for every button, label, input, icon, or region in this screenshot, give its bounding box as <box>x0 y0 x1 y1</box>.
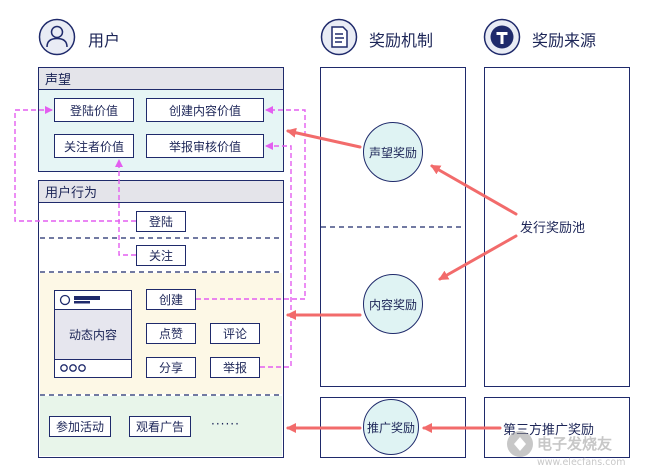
user-header: 用户 <box>88 31 121 50</box>
reputation-title: 声望 <box>39 68 283 90</box>
arrow-reputation-reward-to-panel <box>286 127 362 149</box>
follow-action: 关注 <box>136 245 186 266</box>
login-value-box: 登陆价值 <box>54 98 134 122</box>
reputation-reward-circle: 声望奖励 <box>363 122 423 182</box>
dynamic-content-card: 动态内容 <box>54 290 132 378</box>
like-action: 点赞 <box>146 323 196 344</box>
join-activity-action: 参加活动 <box>49 416 111 437</box>
comment-action: 评论 <box>210 323 260 344</box>
watch-ad-action: 观看广告 <box>129 416 191 437</box>
document-icon <box>320 18 358 56</box>
create-content-value-box: 创建内容价值 <box>146 98 264 122</box>
watermark-logo: 电子发烧友 www.elecfans.com <box>505 428 645 472</box>
share-action: 分享 <box>146 357 196 378</box>
issuance-pool-label: 发行奖励池 <box>518 216 588 237</box>
user-behavior-title: 用户行为 <box>39 181 283 203</box>
mechanism-column-upper <box>320 67 466 387</box>
source-column-upper <box>484 67 630 387</box>
card-bottom-bar <box>55 359 131 377</box>
reward-source-header: 奖励来源 <box>532 31 597 50</box>
connector-create-to-create-value <box>196 106 306 300</box>
svg-text:www.elecfans.com: www.elecfans.com <box>537 457 625 468</box>
create-action: 创建 <box>146 289 196 310</box>
svg-text:电子发烧友: 电子发烧友 <box>537 435 612 453</box>
reward-mechanism-header: 奖励机制 <box>369 31 434 50</box>
report-review-value-box: 举报审核价值 <box>146 134 264 158</box>
user-icon <box>38 18 76 56</box>
pink-connectors <box>14 106 306 368</box>
token-icon <box>483 18 521 56</box>
more-ellipsis: ······ <box>211 417 240 431</box>
follower-value-box: 关注者价值 <box>54 134 134 158</box>
connector-report-to-review-value <box>260 142 292 368</box>
login-action: 登陆 <box>136 211 186 232</box>
connector-follow-to-follower-value <box>115 159 136 256</box>
card-top-bar <box>55 291 131 310</box>
report-action: 举报 <box>210 357 260 378</box>
red-arrows <box>286 127 518 433</box>
content-reward-circle: 内容奖励 <box>363 274 423 334</box>
dynamic-content-label: 动态内容 <box>68 328 117 342</box>
arrow-pool-to-reputation-reward <box>430 164 518 216</box>
promotion-reward-circle: 推广奖励 <box>363 399 419 455</box>
section-dividers <box>40 226 465 396</box>
connector-login-to-login-value <box>14 106 136 222</box>
arrow-pool-to-content-reward <box>438 234 518 281</box>
